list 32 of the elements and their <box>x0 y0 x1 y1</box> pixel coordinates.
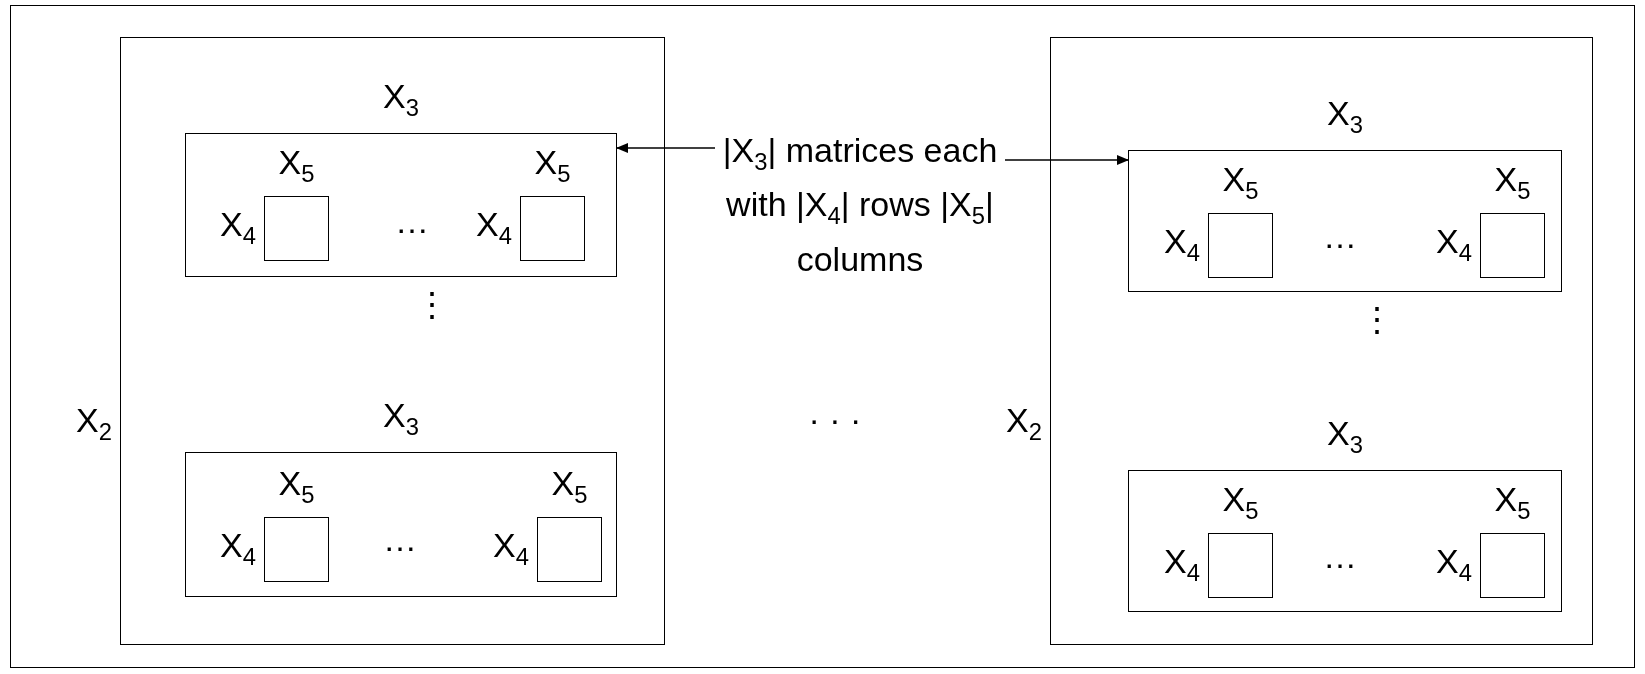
dimension-label: X$_{4}$ <box>1164 543 1200 586</box>
dimension-label: X$_{4}$ <box>1164 223 1200 266</box>
dimension-label: X$_{4}$ <box>1436 223 1472 266</box>
dimension-label: X$_{4}$ <box>220 527 256 570</box>
ellipsis: … <box>1323 538 1357 576</box>
dimension-heading: X$_{5}$ <box>533 144 572 187</box>
dimension-heading: X$_{5}$ <box>1221 481 1260 524</box>
dimension-label: X$_{4}$ <box>220 206 256 249</box>
ellipsis: … <box>383 521 417 559</box>
ellipsis: · · · <box>808 401 862 439</box>
arrow <box>1004 155 1129 165</box>
ellipsis: … <box>395 203 429 241</box>
dimension-label: X$_{4}$ <box>1436 543 1472 586</box>
dimension-heading: X$_{5}$ <box>1493 481 1532 524</box>
dimension-heading: X$_{3}$ <box>1326 415 1364 458</box>
dimension-heading: X$_{5}$ <box>277 465 316 508</box>
description-text: |X$_{3}$| matrices each with |X$_{4}$| rows |X$_{5}$| columns <box>721 130 999 280</box>
dimension-heading: X$_{5}$ <box>1221 161 1260 204</box>
arrow <box>616 143 716 153</box>
dimension-label: X$_{2}$ <box>76 402 112 445</box>
dimension-label: X$_{2}$ <box>1006 402 1042 445</box>
vertical-ellipsis: ⋮ <box>415 286 449 324</box>
ellipsis: … <box>1323 218 1357 256</box>
dimension-heading: X$_{5}$ <box>277 144 316 187</box>
dimension-label: X$_{4}$ <box>476 206 512 249</box>
dimension-heading: X$_{3}$ <box>1326 95 1364 138</box>
dimension-heading: X$_{3}$ <box>382 78 420 121</box>
dimension-heading: X$_{5}$ <box>1493 161 1532 204</box>
vertical-ellipsis: ⋮ <box>1360 301 1394 339</box>
dimension-heading: X$_{3}$ <box>382 397 420 440</box>
dimension-heading: X$_{5}$ <box>550 465 589 508</box>
dimension-label: X$_{4}$ <box>493 527 529 570</box>
